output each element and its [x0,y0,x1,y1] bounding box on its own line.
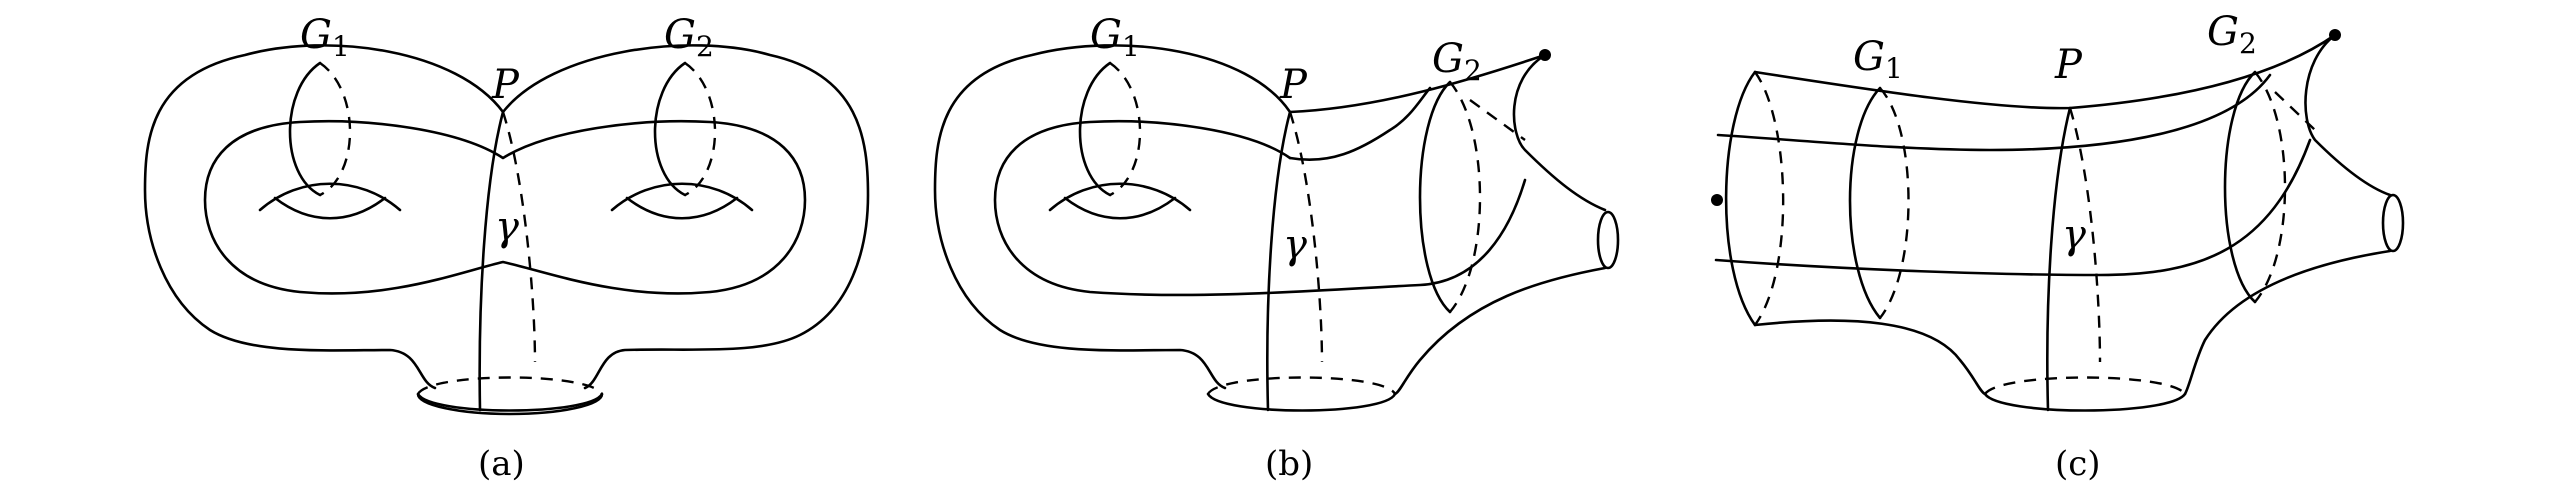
gamma-front-a [478,110,505,412]
g2-loop-back-a [684,62,717,197]
label-g2-a: G2 [664,12,714,63]
label-g1-b: G1 [1090,12,1140,63]
left-rim-back-c [1754,71,1785,326]
right-hole-a [610,182,754,212]
g2-loop-front-b [1418,80,1452,314]
left-hole-inner-a [273,196,387,220]
left-rim-front-c [1724,70,1757,327]
label-gamma-c: γ [2062,212,2086,258]
marked-point-top-c [2329,29,2341,41]
inner-loop-a [203,119,807,295]
label-g2-c: G2 [2207,9,2257,60]
panel-a: G1 P G2 γ (a) [143,12,870,484]
inner-loop-top-b [1288,86,1432,162]
g1-loop-back-a [319,62,352,197]
gamma-back-b [1288,111,1324,363]
bottom-cuff-back-a [416,376,604,395]
label-p-a: P [491,62,520,108]
label-gamma-a: γ [495,204,519,250]
g2-loop-front-a [653,61,687,197]
surface-outline-b [933,44,1292,390]
g1-loop-front-c [1848,86,1882,320]
bottom-cuff-back-b [1206,376,1397,395]
g1-loop-back-b [1109,62,1142,197]
g2-loop-back-b [1449,81,1482,313]
marked-point-left-c [1711,194,1723,206]
end-cuff-b [1596,210,1620,270]
bottom-cuff-bottom-c [1983,392,2187,412]
flange-dashed-b [1469,99,1526,141]
left-edge-bottom-c [1753,319,1987,396]
g2-loop-front-c [2223,70,2257,304]
inner-loop-b [993,119,1527,297]
gamma-back-a [501,111,537,363]
label-p-c: P [2054,42,2083,88]
right-hole-inner-a [625,196,739,220]
bottom-cuff-bottom-b [1206,392,1397,412]
flange-b [1512,53,1607,212]
bottom-cuff-front-a [416,394,604,416]
caption-c: (c) [2055,444,2101,484]
surface-outline-a-right [501,44,870,390]
flange-c [2304,33,2392,197]
caption-a: (a) [478,444,525,484]
caption-b: (b) [1265,444,1313,484]
g1-loop-front-a [288,61,322,197]
g1-loop-front-b [1078,61,1112,197]
lower-edge-b [1393,266,1607,396]
left-hole-inner-b [1063,196,1177,220]
top-edge-b [1288,53,1547,114]
middle-line-c [1716,73,2272,152]
lower-line-c [1714,138,2312,277]
bottom-cuff-back-c [1984,376,2186,395]
gamma-front-c [2046,106,2072,412]
surface-outline-a [143,44,505,390]
gamma-back-c [2068,107,2102,363]
label-gamma-b: γ [1283,222,1307,268]
g2-loop-back-c [2254,71,2287,303]
label-g1-c: G1 [1853,34,1903,85]
bottom-cuff-bottom-a [416,392,604,412]
panel-b: G1 P G2 γ (b) [933,12,1620,484]
label-g2-b: G2 [1432,36,1482,87]
panel-c: G1 P G2 γ (c) [1711,9,2405,484]
marked-point-b [1539,49,1551,61]
label-p-b: P [1279,62,1308,108]
left-hole-a [258,182,402,212]
left-hole-b [1048,182,1192,212]
right-lower-edge-c [2183,249,2392,396]
label-g1-a: G1 [300,12,350,63]
gamma-front-b [1266,110,1292,412]
g1-loop-back-c [1879,87,1910,319]
end-cuff-c [2381,193,2405,253]
